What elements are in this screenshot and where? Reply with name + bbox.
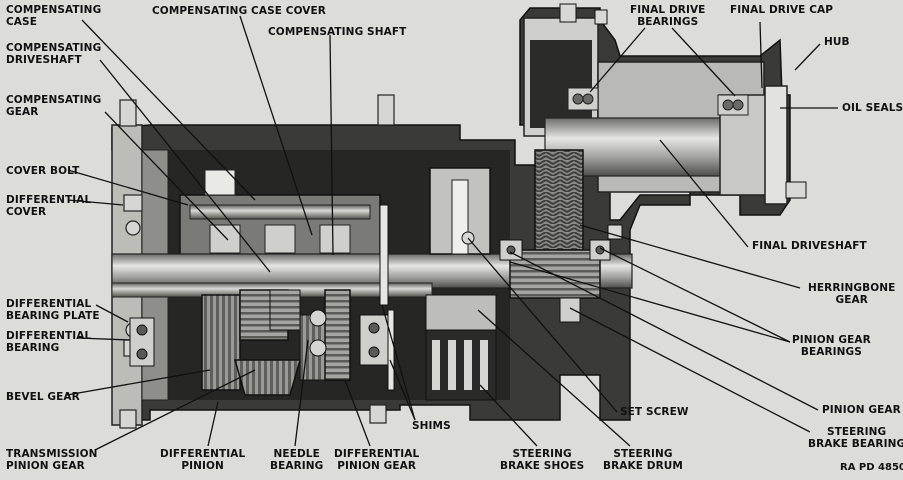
compensating-gear	[269, 289, 351, 381]
label-compensating-case-cover: COMPENSATING CASE COVER	[152, 5, 326, 17]
label-differential-cover: DIFFERENTIAL COVER	[6, 194, 92, 218]
label-oil-seals: OIL SEALS	[842, 102, 903, 114]
label-final-driveshaft: FINAL DRIVESHAFT	[752, 240, 867, 252]
herringbone-gear	[534, 149, 584, 251]
label-needle-bearing: NEEDLE BEARING	[270, 448, 324, 472]
label-pinion-gear: PINION GEAR	[822, 404, 901, 416]
label-differential-bearing-plate: DIFFERENTIAL BEARING PLATE	[6, 298, 100, 322]
pinion-gear-bearings	[499, 239, 611, 261]
label-compensating-gear: COMPENSATING GEAR	[6, 94, 102, 118]
bevel-gear	[201, 294, 241, 391]
label-compensating-shaft: COMPENSATING SHAFT	[268, 26, 407, 38]
steering-brake-drum	[425, 167, 497, 331]
label-differential-bearing: DIFFERENTIAL BEARING	[6, 330, 92, 354]
leader-lines	[66, 15, 838, 451]
label-steering-brake-shoes: STEERING BRAKE SHOES	[500, 448, 585, 472]
label-steering-brake-bearing: STEERING BRAKE BEARING	[808, 426, 903, 450]
compensating-case	[179, 169, 381, 256]
label-steering-brake-drum: STEERING BRAKE DRUM	[603, 448, 683, 472]
final-drive-bearings	[567, 87, 749, 116]
differential-pinion-gear	[299, 309, 327, 381]
label-differential-pinion: DIFFERENTIAL PINION	[160, 448, 246, 472]
shims	[379, 204, 395, 391]
steering-brake-shoes	[425, 329, 497, 401]
label-transmission-pinion-gear: TRANSMISSION PINION GEAR	[6, 448, 98, 472]
label-cover-bolt: COVER BOLT	[6, 165, 80, 177]
label-compensating-case: COMPENSATING CASE	[6, 4, 102, 28]
label-hub: HUB	[824, 36, 850, 48]
label-differential-pinion-gear: DIFFERENTIAL PINION GEAR	[334, 448, 420, 472]
differential-bearing	[129, 314, 389, 367]
figure-reference: RA PD 4850	[840, 462, 903, 473]
label-compensating-driveshaft: COMPENSATING DRIVESHAFT	[6, 42, 102, 66]
label-shims: SHIMS	[412, 420, 451, 432]
label-set-screw: SET SCREW	[620, 406, 689, 418]
label-bevel-gear: BEVEL GEAR	[6, 391, 80, 403]
label-final-drive-cap: FINAL DRIVE CAP	[730, 4, 834, 16]
label-final-drive-bearings: FINAL DRIVE BEARINGS	[630, 4, 706, 28]
label-pinion-gear-bearings: PINION GEAR BEARINGS	[792, 334, 871, 358]
steering-brake-bearing	[559, 297, 581, 323]
label-herringbone-gear: HERRINGBONE GEAR	[808, 282, 896, 306]
